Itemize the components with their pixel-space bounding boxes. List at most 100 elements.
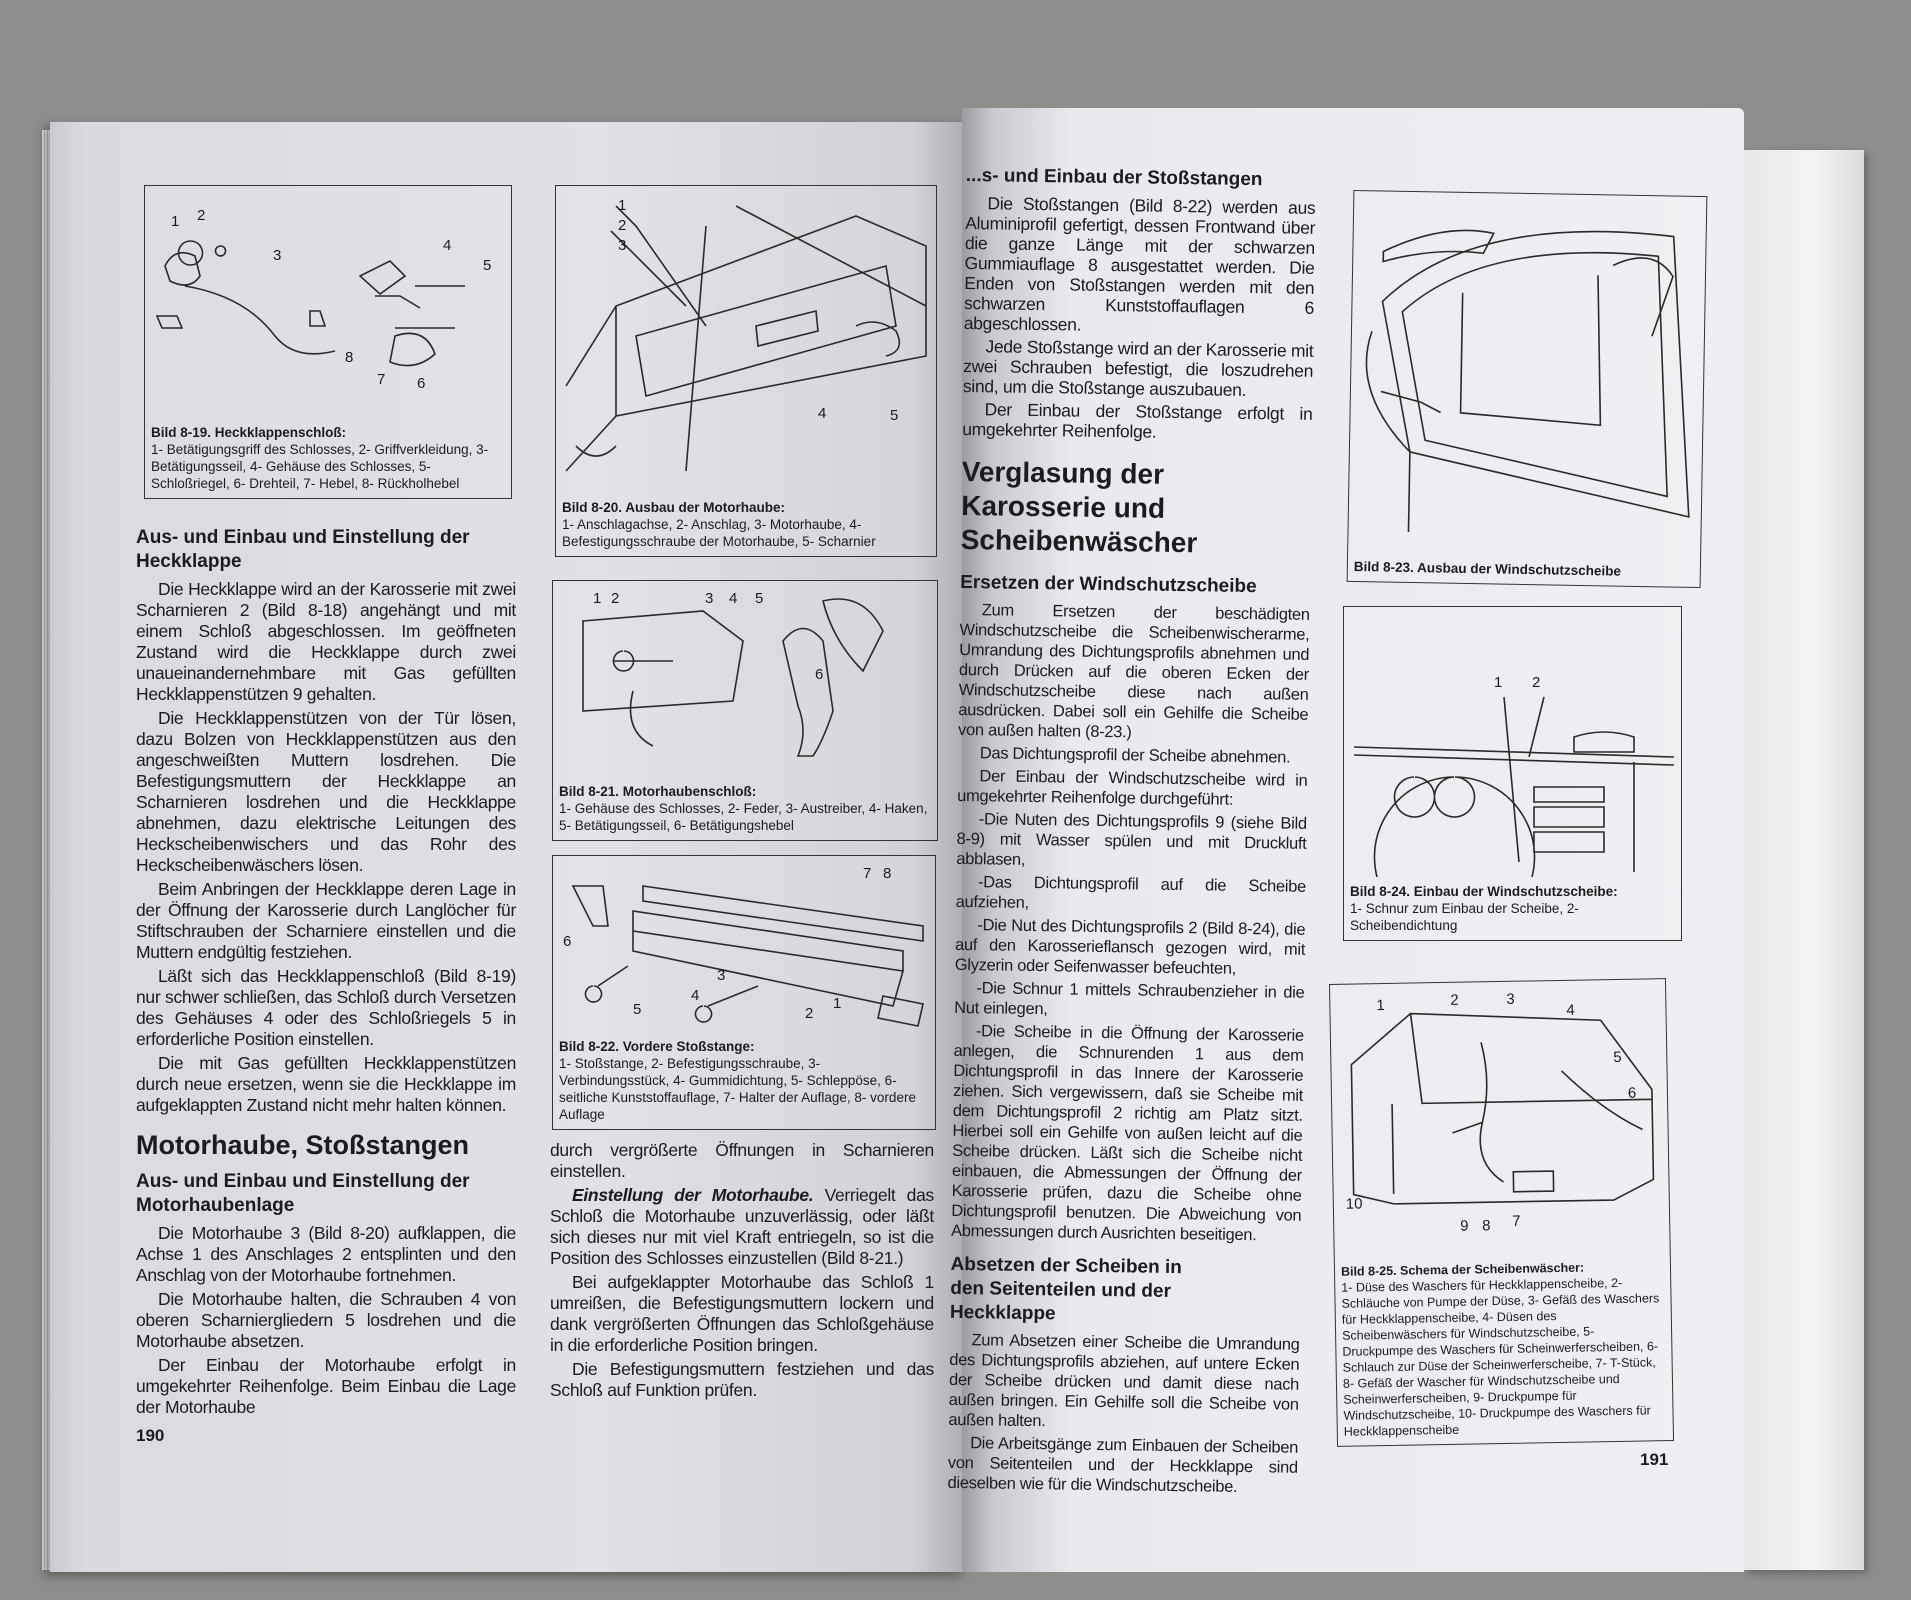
section-heading: ...s- und Einbau der Stoßstangen	[965, 164, 1263, 191]
figure-caption: Bild 8-25. Schema der Scheibenwäscher:1-…	[1341, 1258, 1667, 1440]
figure-8-21: 1 2 3 4 5 6 Bild 8-21. Motorhaubenschloß…	[552, 580, 938, 841]
callout: 4	[691, 987, 700, 1004]
chapter-title: Verglasung der Karosserie und Scheibenwä…	[960, 455, 1198, 559]
section-heckklappe: Aus- und Einbau und Einstellung der Heck…	[136, 526, 516, 1116]
callout: 5	[1613, 1048, 1622, 1067]
paragraph: Das Dichtungsprofil der Scheibe abnehmen…	[979, 744, 1291, 767]
callout: 3	[705, 590, 714, 607]
paragraph: Der Einbau der Stoßstange erfolgt in umg…	[962, 399, 1313, 442]
paragraph: Die Befestigungsmuttern festziehen und d…	[550, 1359, 934, 1400]
chapter-title: Motorhaube, Stoßstangen	[136, 1130, 469, 1160]
callout: 1	[1376, 997, 1385, 1015]
list-item: -Die Schnur 1 mittels Schraubenzieher in…	[954, 979, 1305, 1019]
callout: 5	[483, 257, 492, 274]
callout: 10	[1345, 1195, 1363, 1213]
callout: 7	[377, 371, 386, 388]
callout: 7	[1512, 1212, 1521, 1230]
caption-title: Bild 8-20. Ausbau der Motorhaube:	[562, 500, 786, 515]
callout: 2	[618, 217, 627, 234]
caption-title: Bild 8-22. Vordere Stoßstange:	[559, 1039, 755, 1054]
callout: 1	[618, 197, 627, 214]
windshield-removal-illustration	[1365, 229, 1690, 532]
right-page-edge	[1744, 150, 1864, 1570]
callout: 6	[1627, 1084, 1637, 1102]
paragraph: Die Arbeitsgänge zum Einbauen der Scheib…	[947, 1434, 1299, 1496]
list-item: -Die Scheibe in die Öffnung der Karosser…	[950, 1022, 1304, 1245]
callout: 8	[345, 349, 354, 366]
paragraph: Die Heckklappenstützen von der Tür lösen…	[136, 708, 516, 875]
figure-caption: Bild 8-21. Motorhaubenschloß: 1- Gehäuse …	[559, 783, 931, 834]
figure-8-22: 7 8 6 3 4 5 2 1 Bild 8-22. Vordere Stoßs…	[552, 855, 936, 1130]
caption-text: 1- Stoßstange, 2- Befestigungsschraube, …	[559, 1056, 916, 1122]
caption-text: 1- Schnur zum Einbau der Scheibe, 2- Sch…	[1350, 901, 1579, 933]
left-column: Aus- und Einbau und Einstellung der Heck…	[136, 526, 516, 1446]
section-heading: Ersetzen der Windschutzscheibe	[960, 571, 1257, 598]
callout: 1	[833, 995, 842, 1012]
col2-text: durch vergrößerte Öffnungen in Scharnier…	[550, 1140, 934, 1404]
caption-text: 1- Gehäuse des Schlosses, 2- Feder, 3- A…	[559, 801, 928, 833]
paragraph: durch vergrößerte Öffnungen in Scharnier…	[550, 1140, 934, 1181]
callout: 2	[1532, 674, 1541, 691]
figure-8-25: 1 2 3 4 5 6 10 9 8 7 Bild 8-25. Schema d…	[1328, 978, 1675, 1447]
page-number: 191	[1640, 1450, 1669, 1469]
caption-title: Bild 8-23. Ausbau der Windschutzscheibe	[1353, 559, 1622, 579]
figure-caption: Bild 8-23. Ausbau der Windschutzscheibe	[1354, 558, 1694, 581]
callout: 8	[883, 865, 892, 882]
paragraph: Einstellung der Motorhaube. Verriegelt d…	[550, 1185, 934, 1269]
figure-8-24: 1 2 Bild 8-24. Einbau der Windschutzsche…	[1343, 606, 1682, 941]
callout: 1	[1494, 674, 1503, 691]
list-item: -Die Nuten des Dichtungsprofils 9 (siehe…	[956, 810, 1307, 869]
caption-title: Bild 8-21. Motorhaubenschloß:	[559, 784, 757, 799]
callout: 1	[171, 213, 180, 230]
paragraph: Jede Stoßstange wird an der Karosserie m…	[962, 336, 1314, 400]
paragraph: Beim Anbringen der Heckklappe deren Lage…	[136, 879, 516, 962]
figure-8-20: 1 2 3 4 5 Bild 8-20. Ausbau der Motorhau…	[555, 185, 937, 557]
callout: 4	[818, 405, 827, 422]
callout: 7	[863, 865, 872, 882]
callout: 6	[417, 375, 426, 392]
callout: 5	[755, 590, 764, 607]
paragraph: Die Motorhaube halten, die Schrauben 4 v…	[136, 1289, 516, 1351]
right-page	[962, 108, 1744, 1572]
washer-schema-illustration	[1350, 1012, 1655, 1205]
caption-title: Bild 8-24. Einbau der Windschutzscheibe:	[1350, 884, 1618, 899]
callout: 6	[815, 666, 824, 683]
section-heading: Aus- und Einbau und Einstellung der Heck…	[136, 527, 470, 572]
hood-lock-illustration	[582, 598, 884, 757]
callout: 2	[1450, 991, 1459, 1009]
callout: 1	[593, 590, 602, 607]
left-page	[50, 122, 968, 1572]
paragraph: Die Heckklappe wird an der Karosserie mi…	[136, 579, 516, 704]
front-bumper-illustration	[571, 885, 924, 1027]
list-item: -Das Dichtungsprofil auf die Scheibe auf…	[955, 873, 1307, 912]
callout: 5	[633, 1001, 642, 1018]
callout: 9	[1460, 1217, 1469, 1235]
figure-caption: Bild 8-20. Ausbau der Motorhaube: 1- Ansc…	[562, 499, 930, 550]
caption-title: Bild 8-19. Heckklappenschloß:	[151, 425, 347, 440]
section-heading: Aus- und Einbau und Einstellung der Moto…	[136, 1171, 470, 1216]
caption-text: 1- Anschlagachse, 2- Anschlag, 3- Motorh…	[562, 517, 876, 549]
callout: 2	[611, 590, 620, 607]
figure-caption: Bild 8-22. Vordere Stoßstange: 1- Stoßsta…	[559, 1038, 929, 1123]
callout: 5	[890, 407, 899, 424]
callout: 3	[618, 237, 627, 254]
section-motorhaube: Motorhaube, Stoßstangen Aus- und Einbau …	[136, 1128, 516, 1418]
callout: 8	[1482, 1217, 1491, 1235]
hood-removal-illustration	[565, 205, 927, 472]
callout: 4	[443, 237, 452, 254]
paragraph: Läßt sich das Heckklappenschloß (Bild 8-…	[136, 966, 516, 1049]
list-item: -Die Nut des Dichtungsprofils 2 (Bild 8-…	[954, 916, 1306, 978]
callout: 4	[729, 590, 738, 607]
paragraph-text: Verriegelt das Schloß die Motorhaube unz…	[550, 1185, 934, 1268]
callout: 2	[197, 207, 206, 224]
figure-8-23: Bild 8-23. Ausbau der Windschutzscheibe	[1346, 189, 1708, 589]
tailgate-lock-illustration	[155, 240, 465, 367]
paragraph: Zum Ersetzen der beschädigten Windschutz…	[957, 601, 1310, 742]
paragraph: Die mit Gas gefüllten Heckklappenstützen…	[136, 1053, 516, 1115]
callout: 3	[1506, 990, 1515, 1008]
figure-caption: Bild 8-24. Einbau der Windschutzscheibe:…	[1350, 883, 1675, 934]
figure-8-19: 1 2 3 4 5 6 7 8 Bild 8-19. Heckklappensc…	[144, 185, 512, 499]
caption-text: 1- Düse des Waschers für Heckklappensche…	[1341, 1275, 1660, 1439]
paragraph: Bei aufgeklappter Motorhaube das Schloß …	[550, 1272, 934, 1355]
paragraph: Der Einbau der Motorhaube erfolgt in umg…	[136, 1355, 516, 1417]
